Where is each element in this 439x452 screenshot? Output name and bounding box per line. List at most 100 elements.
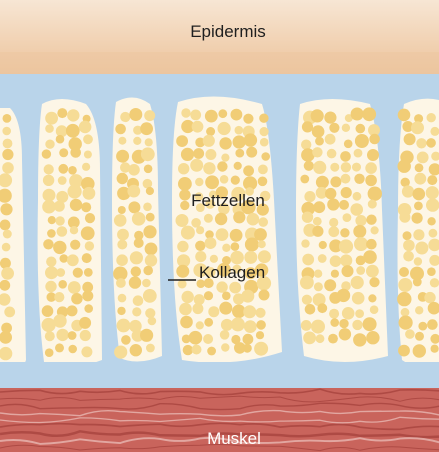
fat-cell [355, 309, 364, 318]
fat-cell [141, 147, 155, 161]
fat-cell [341, 162, 351, 172]
fat-cell [203, 334, 213, 344]
fat-cell [54, 292, 64, 302]
fat-cell [314, 270, 322, 278]
fat-cell [116, 150, 129, 163]
fat-cell [143, 289, 157, 303]
fat-cell [210, 255, 218, 263]
fat-cell [414, 257, 422, 265]
fat-cell [354, 149, 363, 158]
fat-cell [328, 334, 338, 344]
fat-cell [193, 148, 204, 159]
fat-cell [82, 253, 92, 263]
fat-cell [235, 126, 244, 135]
fat-cell [368, 200, 377, 209]
fat-cell [83, 134, 93, 144]
fat-cell [329, 309, 339, 319]
fat-cell [222, 292, 231, 301]
fat-cell [351, 108, 364, 121]
fat-cell [352, 320, 362, 330]
fat-cell [369, 134, 380, 145]
fat-cell [329, 218, 338, 227]
fat-cell [145, 243, 158, 256]
fat-cell [71, 293, 82, 304]
fat-cell [328, 226, 339, 237]
fat-cell [190, 159, 203, 172]
fat-cell [258, 250, 271, 263]
fat-cell [424, 292, 435, 303]
fat-cell [417, 152, 429, 164]
fat-cell [43, 175, 54, 186]
fat-cell [131, 266, 141, 276]
fat-cell [68, 331, 77, 340]
fat-cell [216, 281, 227, 292]
fat-cell [231, 317, 245, 331]
fat-cell [431, 345, 439, 353]
fat-cell [179, 303, 192, 316]
fat-cell [312, 226, 323, 237]
fat-cell [45, 112, 58, 125]
fat-cell [222, 244, 230, 252]
fat-cell [416, 138, 426, 148]
fat-cell [216, 228, 229, 241]
fat-cell [350, 203, 363, 216]
fat-cell [0, 258, 11, 269]
fat-cell [351, 276, 364, 289]
fat-cell [133, 295, 144, 306]
fat-cell [45, 124, 54, 133]
fat-cell [354, 237, 368, 251]
fat-cell [3, 114, 12, 123]
fat-cell [45, 266, 58, 279]
fat-cell [43, 189, 56, 202]
fat-cell [399, 212, 410, 223]
fat-cell [117, 173, 128, 184]
fat-cell [404, 133, 416, 145]
fat-cell [312, 125, 325, 138]
fat-cell [129, 276, 141, 288]
fat-cell [130, 251, 143, 264]
fat-cell [57, 108, 67, 118]
fat-cell [243, 334, 254, 345]
label-fat-cells: Fettzellen [191, 191, 265, 210]
fat-cell [80, 330, 91, 341]
fat-cell [319, 241, 327, 249]
fat-cell [218, 109, 227, 118]
fat-cell [195, 241, 205, 251]
fat-cell [301, 239, 309, 247]
fat-cell [324, 112, 336, 124]
fat-cell [73, 268, 83, 278]
fat-cell [427, 267, 436, 276]
fat-cell [192, 303, 203, 314]
fat-cell [4, 307, 15, 318]
fat-cell [366, 331, 379, 344]
fat-cell [116, 278, 126, 288]
fat-cell [315, 137, 324, 146]
fat-cell [352, 163, 361, 172]
fat-cell [366, 215, 376, 225]
fat-cell [114, 214, 127, 227]
fat-cell [304, 191, 315, 202]
fat-cell [180, 201, 189, 210]
fat-cell [115, 124, 126, 135]
fat-cell [42, 149, 51, 158]
fat-cell [178, 177, 192, 191]
fat-cell [219, 137, 231, 149]
label-muscle: Muskel [207, 429, 261, 448]
fat-cell [260, 127, 269, 136]
label-epidermis: Epidermis [190, 22, 266, 41]
fat-cell [403, 231, 412, 240]
fat-cell [114, 346, 127, 359]
fat-cell [330, 176, 341, 187]
fat-cell [204, 214, 213, 223]
fat-cell [255, 308, 265, 318]
fat-cell [54, 201, 65, 212]
fat-cell [181, 108, 190, 117]
fat-cell [142, 279, 151, 288]
fat-cell [84, 268, 93, 277]
fat-cell [260, 138, 269, 147]
fat-cell [190, 110, 201, 121]
fat-cell [430, 127, 439, 136]
fat-cell [55, 216, 64, 225]
fat-cell [118, 294, 127, 303]
